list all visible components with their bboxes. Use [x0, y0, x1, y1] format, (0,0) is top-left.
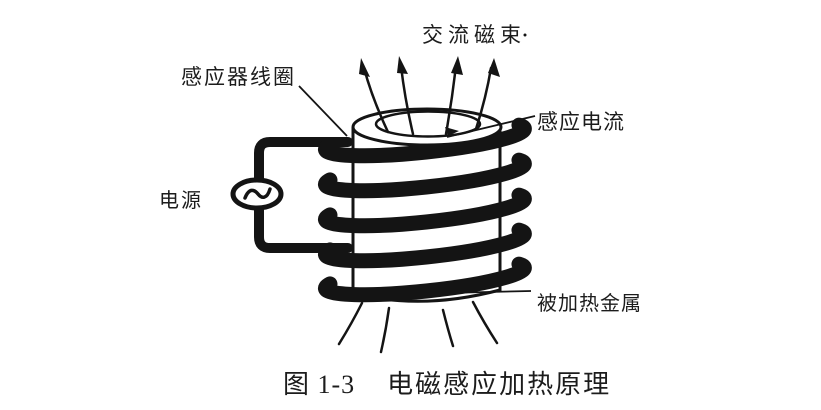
label-pointer-lines: [298, 85, 536, 294]
ac-source-icon: [230, 177, 284, 211]
coil-label-pointer: [298, 85, 348, 137]
metal-label-pointer: [444, 290, 532, 294]
figure-caption-title: 电磁感应加热原理: [387, 370, 612, 399]
heated-metal-label: 被加热金属: [537, 293, 642, 315]
print-dot: [523, 33, 527, 37]
magnetic-flux-lines-bottom: [337, 300, 499, 354]
figure-caption-number: 图 1-3: [283, 370, 356, 399]
magnetic-flux-arrow-icon: [359, 56, 500, 136]
figure-caption: 图 1-3 电磁感应加热原理: [283, 364, 611, 401]
induced-current-label: 感应电流: [537, 110, 625, 134]
inductor-coil-label: 感应器线圈: [181, 65, 296, 89]
power-supply-label: 电源: [159, 190, 203, 212]
current-label-pointer: [446, 115, 536, 138]
current-direction-arrow-icon: [445, 127, 459, 136]
flux-label: 交流磁束: [422, 23, 526, 47]
cylinder-top-face: [351, 107, 503, 147]
induction-coil: [318, 117, 532, 303]
